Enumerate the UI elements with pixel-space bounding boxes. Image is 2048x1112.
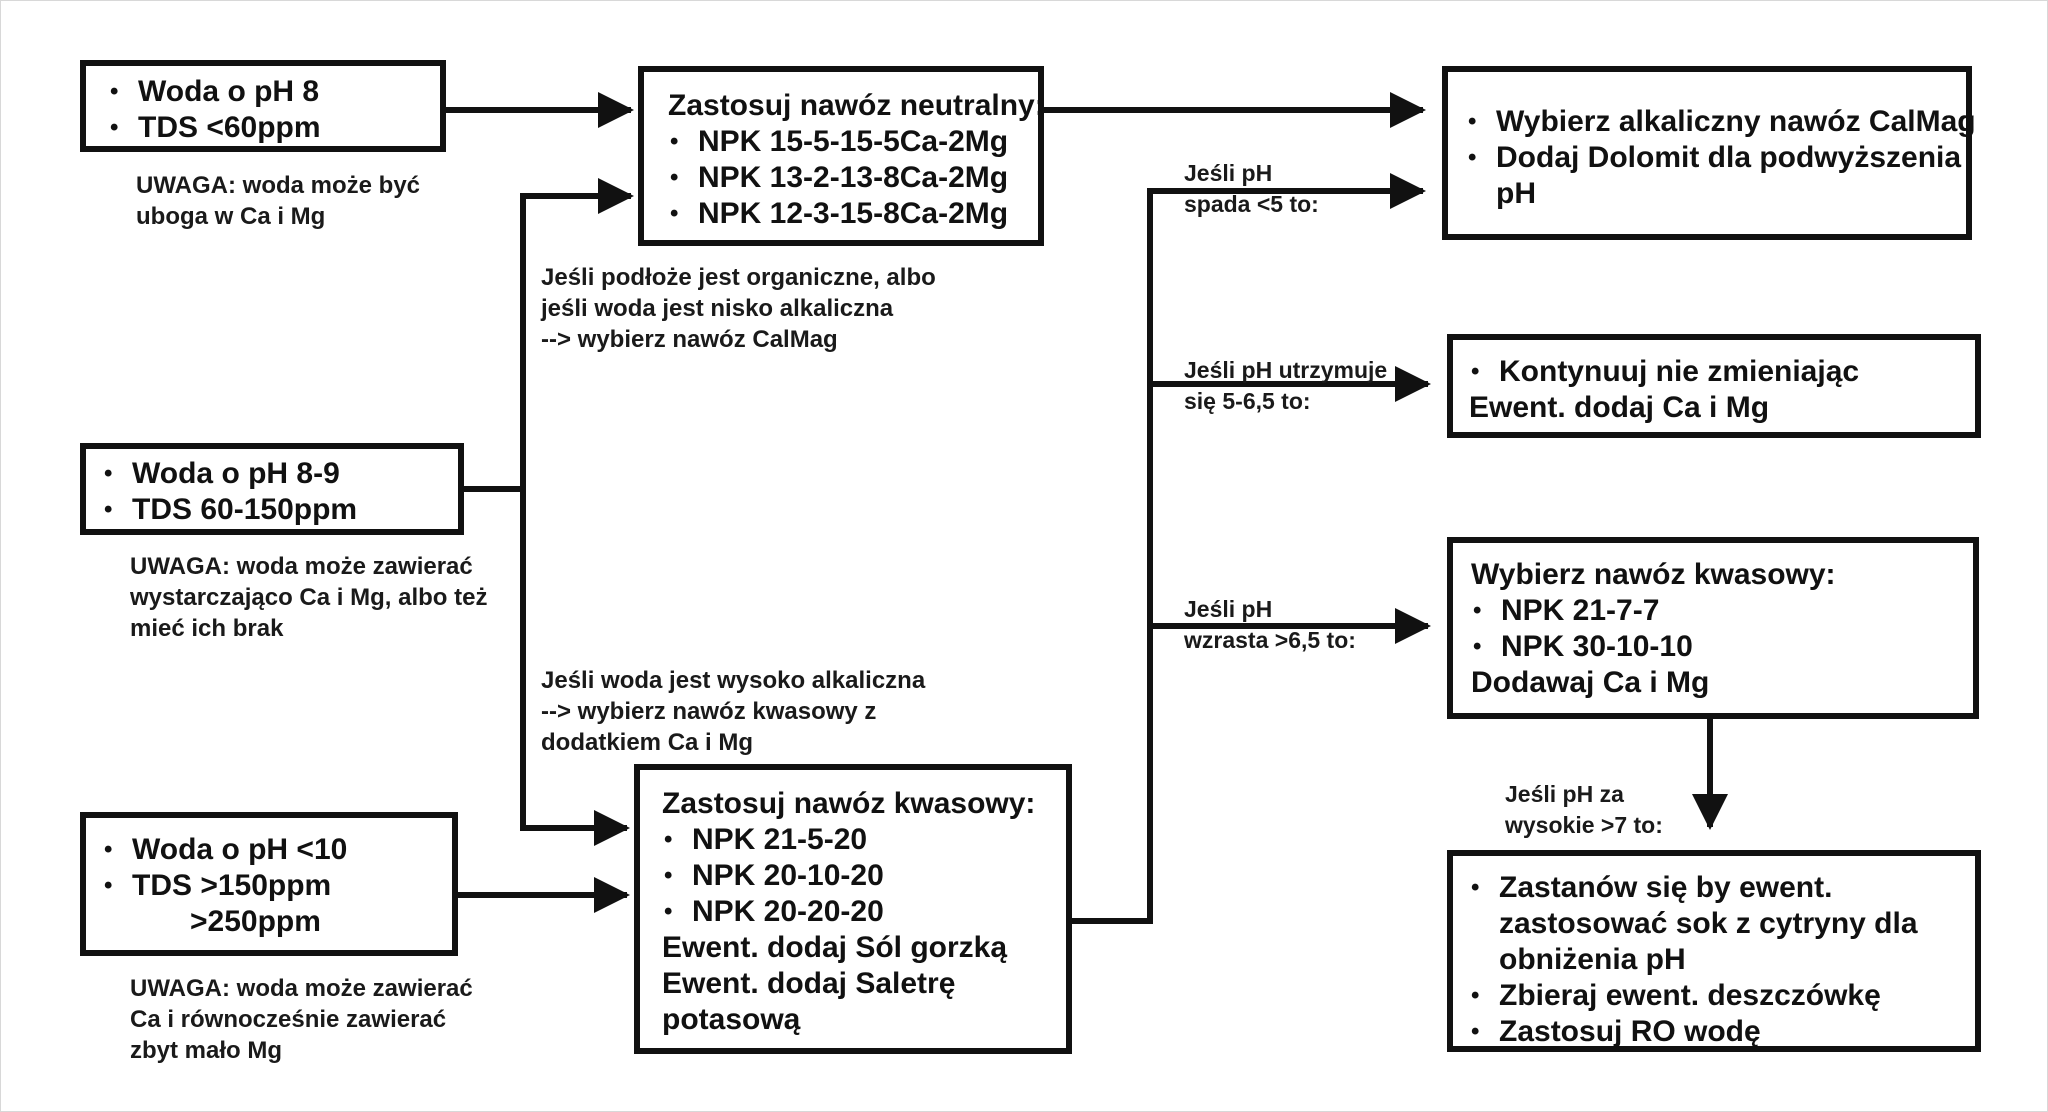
lemon-line-2: Zbieraj ewent. deszczówkę: [1469, 978, 1975, 1014]
source1-tds: TDS <60ppm: [108, 110, 440, 146]
source1-note: UWAGA: woda może być uboga w Ca i Mg: [136, 170, 420, 232]
neutral-fertilizer-box: Zastosuj nawóz neutralny: NPK 15-5-15-5C…: [638, 66, 1045, 246]
alkaline-condition-label: Jeśli woda jest wysoko alkaliczna --> wy…: [541, 665, 925, 758]
acid-title: Zastosuj nawóz kwasowy:: [662, 787, 1036, 820]
ph-too-high-line2: wysokie >7 to:: [1505, 812, 1663, 838]
result-lemon-box: Zastanów się by ewent. zastosować sok z …: [1447, 850, 1981, 1052]
calmag-line-2-cont: pH: [1496, 177, 1536, 210]
source-box-ph8: Woda o pH 8 TDS <60ppm: [80, 60, 446, 152]
branch-label-ph-hold: Jeśli pH utrzymuje się 5-6,5 to:: [1184, 355, 1387, 417]
continue-line-2: Ewent. dodaj Ca i Mg: [1469, 391, 1770, 424]
result-calmag-box: Wybierz alkaliczny nawóz CalMag Dodaj Do…: [1442, 66, 1976, 240]
source-box-ph8-9: Woda o pH 8-9 TDS 60-150ppm: [80, 443, 464, 535]
neutral-npk-3: NPK 12-3-15-8Ca-2Mg: [668, 196, 1038, 232]
source3-note-line1: UWAGA: woda może zawierać: [130, 975, 473, 1002]
source1-note-line2: uboga w Ca i Mg: [136, 203, 326, 230]
continue-line-1: Kontynuuj nie zmieniając: [1469, 354, 1975, 390]
ph-hold-line2: się 5-6,5 to:: [1184, 388, 1311, 414]
result-acid-choice-box: Wybierz nawóz kwasowy: NPK 21-7-7 NPK 30…: [1447, 537, 1979, 719]
ph-too-high-line1: Jeśli pH za: [1505, 781, 1624, 807]
acid-choice-title: Wybierz nawóz kwasowy:: [1471, 558, 1836, 591]
organic-condition-label: Jeśli podłoże jest organiczne, albo jeśl…: [541, 262, 936, 355]
neutral-npk-2: NPK 13-2-13-8Ca-2Mg: [668, 160, 1038, 196]
branch-label-ph-rise: Jeśli pH wzrasta >6,5 to:: [1184, 594, 1356, 656]
source3-note-line3: zbyt mało Mg: [130, 1037, 283, 1064]
acid-fertilizer-box: Zastosuj nawóz kwasowy: NPK 21-5-20 NPK …: [634, 764, 1072, 1054]
result-continue-box: Kontynuuj nie zmieniając Ewent. dodaj Ca…: [1447, 334, 1981, 438]
organic-label-line1: Jeśli podłoże jest organiczne, albo: [541, 264, 936, 291]
acid-choice-npk-1: NPK 21-7-7: [1471, 593, 1973, 629]
calmag-line-1: Wybierz alkaliczny nawóz CalMag: [1466, 104, 1976, 140]
source3-tds: TDS >150ppm: [102, 868, 452, 904]
branch-label-ph-too-high: Jeśli pH za wysokie >7 to:: [1505, 779, 1663, 841]
alkaline-label-line1: Jeśli woda jest wysoko alkaliczna: [541, 667, 926, 694]
acid-npk-1: NPK 21-5-20: [662, 822, 1066, 858]
source2-note-line2: wystarczająco Ca i Mg, albo też: [130, 584, 488, 611]
source2-note: UWAGA: woda może zawierać wystarczająco …: [130, 551, 487, 644]
source3-tds-extra: >250ppm: [190, 905, 321, 938]
ph-rise-line1: Jeśli pH: [1184, 596, 1273, 622]
acid-choice-npk-2: NPK 30-10-10: [1471, 629, 1973, 665]
lemon-line-1-cont-1: zastosować sok z cytryny dla: [1499, 907, 1918, 940]
ph-drop-line1: Jeśli pH: [1184, 160, 1273, 186]
ph-drop-line2: spada <5 to:: [1184, 191, 1319, 217]
source2-ph: Woda o pH 8-9: [102, 456, 458, 492]
alkaline-label-line2: --> wybierz nawóz kwasowy z: [541, 698, 877, 725]
calmag-line-2: Dodaj Dolomit dla podwyższenia: [1466, 140, 1966, 176]
neutral-npk-1: NPK 15-5-15-5Ca-2Mg: [668, 124, 1038, 160]
acid-npk-2: NPK 20-10-20: [662, 858, 1066, 894]
source3-note: UWAGA: woda może zawierać Ca i równocześ…: [130, 973, 473, 1066]
source2-tds: TDS 60-150ppm: [102, 492, 458, 528]
lemon-line-1: Zastanów się by ewent.: [1469, 870, 1975, 906]
acid-extra-2: Ewent. dodaj Saletrę: [662, 967, 956, 1000]
acid-extra-3: potasową: [662, 1003, 801, 1036]
source1-ph: Woda o pH 8: [108, 74, 440, 110]
source1-note-line1: UWAGA: woda może być: [136, 172, 421, 199]
acid-extra-1: Ewent. dodaj Sól gorzką: [662, 931, 1008, 964]
source3-ph: Woda o pH <10: [102, 832, 452, 868]
source3-note-line2: Ca i równocześnie zawierać: [130, 1006, 447, 1033]
acid-choice-line: Dodawaj Ca i Mg: [1471, 666, 1710, 699]
alkaline-label-line3: dodatkiem Ca i Mg: [541, 729, 754, 756]
neutral-title: Zastosuj nawóz neutralny:: [668, 89, 1045, 122]
source2-note-line1: UWAGA: woda może zawierać: [130, 553, 473, 580]
ph-hold-line1: Jeśli pH utrzymuje: [1184, 357, 1388, 383]
organic-label-line3: --> wybierz nawóz CalMag: [541, 326, 838, 353]
ph-rise-line2: wzrasta >6,5 to:: [1184, 627, 1356, 653]
source-box-ph10: Woda o pH <10 TDS >150ppm >250ppm: [80, 812, 458, 956]
source2-note-line3: mieć ich brak: [130, 615, 284, 642]
branch-label-ph-drop: Jeśli pH spada <5 to:: [1184, 158, 1319, 220]
lemon-line-3: Zastosuj RO wodę: [1469, 1014, 1975, 1050]
organic-label-line2: jeśli woda jest nisko alkaliczna: [541, 295, 894, 322]
acid-npk-3: NPK 20-20-20: [662, 894, 1066, 930]
lemon-line-1-cont-2: obniżenia pH: [1499, 943, 1686, 976]
